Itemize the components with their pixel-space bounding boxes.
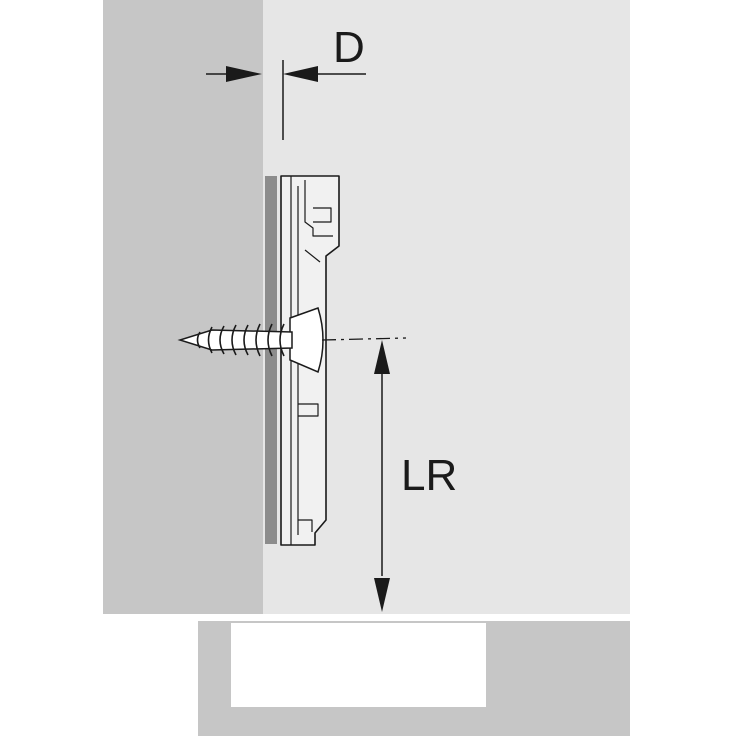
dimension-lr-arrow-top [374,340,390,374]
screw-shank [177,329,293,351]
screw-head [289,307,324,374]
dimension-d-label: D [333,23,365,72]
screw-threads [196,323,285,357]
bottom-panel [198,621,630,736]
dimension-lr-arrow-bottom [374,578,390,612]
screw [177,307,324,374]
dimension-lr-label: LR [401,451,457,500]
dimension-d [206,60,366,140]
dimension-d-arrow-right [283,66,318,82]
plate-edge-strip [265,176,277,544]
bottom-panel-opening [231,623,486,707]
dimension-lr [374,340,390,612]
cabinet-side-panel [103,0,263,614]
dimension-d-arrow-left [226,66,262,82]
